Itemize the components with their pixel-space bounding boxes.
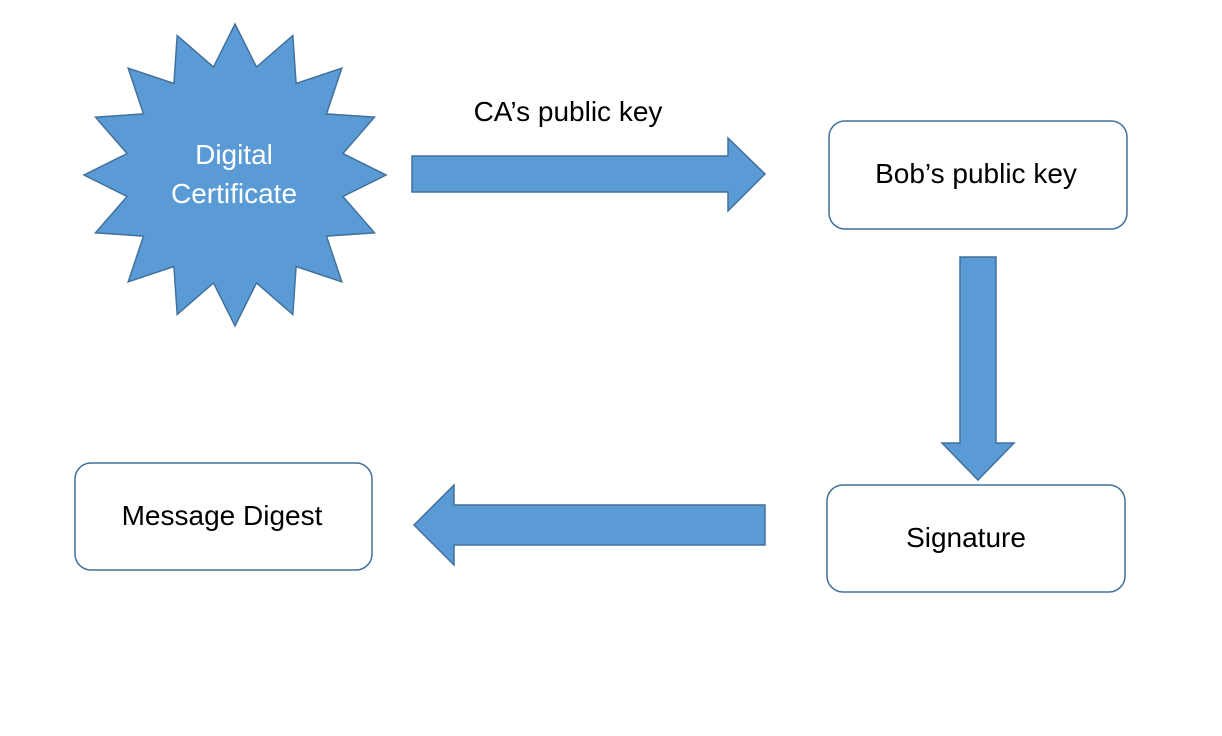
certificate-label-line1: Digital (195, 139, 273, 170)
arrow-down (940, 256, 1016, 482)
digital-certificate-node: Digital Certificate (82, 22, 388, 328)
bob-public-key-box (828, 120, 1128, 230)
arrow-left (412, 483, 766, 567)
arrow-right (411, 136, 767, 213)
signature-box (826, 484, 1126, 593)
message-digest-label: Message Digest (122, 500, 323, 531)
certificate-label-line2: Certificate (171, 178, 297, 209)
ca-public-key-label: CA’s public key (474, 96, 663, 127)
bob-public-key-node: Bob’s public key (828, 120, 1128, 230)
message-digest-node: Message Digest (74, 462, 373, 571)
signature-node: Signature (826, 484, 1126, 593)
signature-label: Signature (906, 522, 1026, 553)
bob-public-key-label: Bob’s public key (875, 158, 1077, 189)
message-digest-box (74, 462, 373, 571)
starburst-shape (82, 22, 388, 328)
